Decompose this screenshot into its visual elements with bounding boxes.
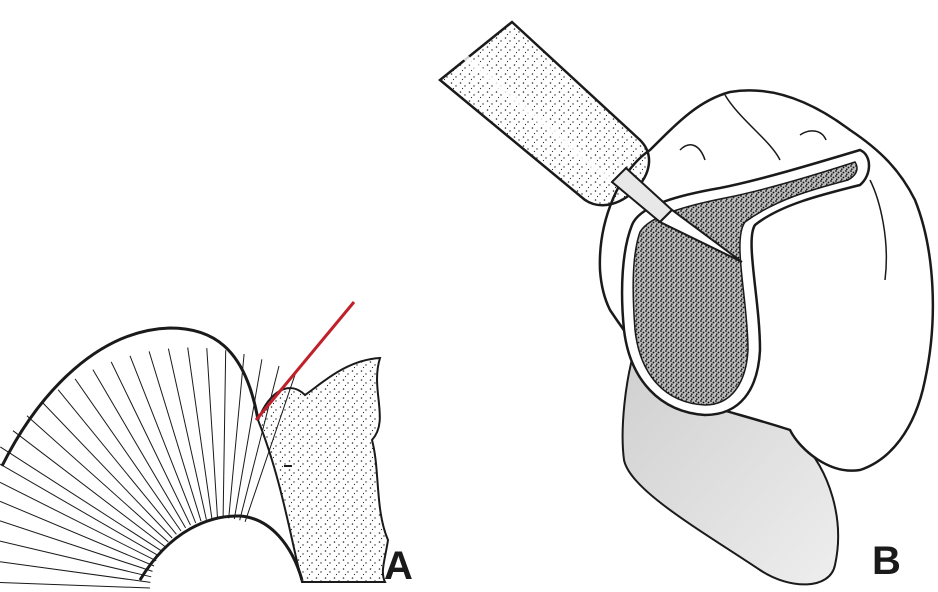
dentin-tubule xyxy=(0,464,159,556)
dentin-tubule xyxy=(27,416,168,542)
stippled-mass xyxy=(258,358,388,582)
dentin-tubule xyxy=(75,379,181,531)
dentin-tubule xyxy=(223,350,226,518)
dentin-tubule xyxy=(0,501,154,566)
dentin-tubule xyxy=(0,562,150,583)
dentin-tubule xyxy=(0,583,150,589)
dentin-tubule xyxy=(111,362,190,525)
dentin-tubules xyxy=(0,348,295,592)
dentin-tubule xyxy=(130,356,196,523)
pulp-outline xyxy=(140,516,302,580)
panel-a-label: A xyxy=(384,546,413,586)
dentin-outer-outline xyxy=(2,328,258,466)
dentin-tubule xyxy=(13,431,165,547)
dentin-tubule xyxy=(229,354,244,518)
panel-b-label: B xyxy=(872,541,901,581)
panel-a-diagram xyxy=(0,302,388,592)
panel-b-diagram xyxy=(440,22,933,584)
dentin-tubule xyxy=(42,402,172,538)
